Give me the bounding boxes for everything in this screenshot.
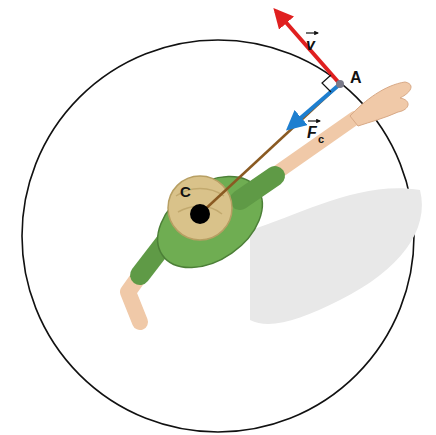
string <box>200 84 340 214</box>
force-label: F <box>307 125 317 141</box>
vector-mark <box>308 120 320 121</box>
velocity-label: v <box>306 37 315 53</box>
force-arrow <box>289 84 340 128</box>
right-sleeve <box>240 176 275 200</box>
vector-mark <box>306 32 318 33</box>
centre-label: C <box>180 184 191 199</box>
object-ball <box>336 80 344 88</box>
point-label: A <box>350 70 362 86</box>
shadow <box>250 188 422 324</box>
right-angle-mark <box>322 75 331 92</box>
torso <box>141 158 280 287</box>
hand <box>350 82 411 126</box>
velocity-arrow <box>276 11 340 84</box>
head <box>168 176 232 240</box>
force-subscript: c <box>318 134 324 145</box>
centre-dot <box>190 204 210 224</box>
